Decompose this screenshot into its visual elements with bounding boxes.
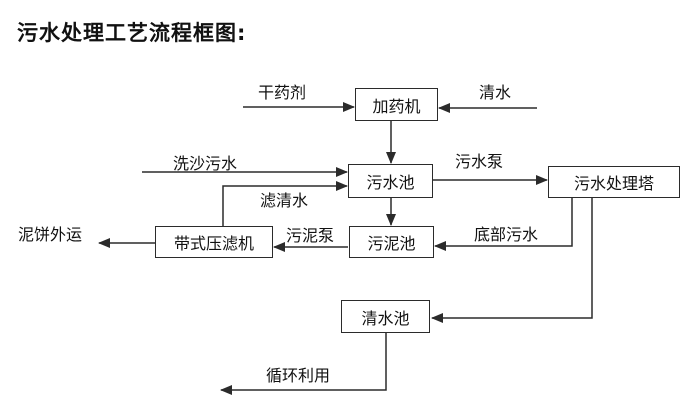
flow-label-dry-agent: 干药剂: [258, 83, 307, 102]
node-clean-water-pool: 清水池: [341, 300, 430, 333]
node-dosing-machine: 加药机: [355, 88, 438, 121]
flow-label-sand-washing-sewage: 洗沙污水: [173, 154, 238, 173]
node-sewage-pool: 污水池: [348, 164, 433, 198]
flow-label-mud-cake-out: 泥饼外运: [18, 225, 83, 244]
node-belt-filter-press: 带式压滤机: [155, 226, 273, 258]
node-sewage-treatment-tower: 污水处理塔: [548, 166, 680, 198]
flow-label-filtered-water: 滤清水: [260, 191, 309, 210]
flow-label-sewage-pump: 污水泵: [455, 152, 504, 171]
flow-label-sludge-pump: 污泥泵: [286, 226, 335, 245]
node-sludge-pool: 污泥池: [349, 226, 434, 258]
flow-label-bottom-sewage: 底部污水: [474, 225, 539, 244]
page-title: 污水处理工艺流程框图:: [17, 21, 247, 45]
flow-label-clean-water: 清水: [479, 83, 512, 102]
flow-label-recycling: 循环利用: [266, 366, 331, 385]
arrow-tower-to-clean-water-pool: [431, 198, 593, 323]
